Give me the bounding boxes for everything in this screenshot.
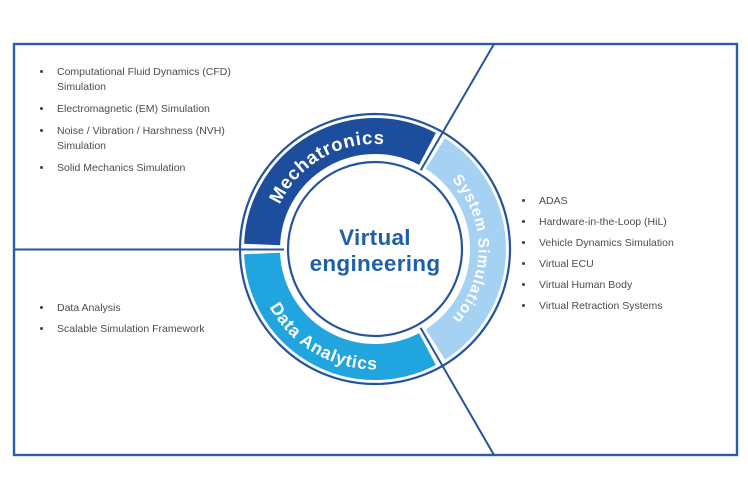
segment-system-simulation xyxy=(425,138,506,360)
list-item: Hardware-in-the-Loop (HiL) xyxy=(535,216,745,229)
list-item: Virtual ECU xyxy=(535,258,745,271)
list-item: Scalable Simulation Framework xyxy=(53,323,278,336)
list-item: ADAS xyxy=(535,195,745,208)
segment-data-analytics xyxy=(244,252,436,381)
list-data-analytics: Data Analysis Scalable Simulation Framew… xyxy=(40,302,278,344)
segment-mechatronics xyxy=(244,117,436,246)
center-title: Virtual engineering xyxy=(265,225,485,277)
outer-outline-circle xyxy=(238,112,512,386)
list-item: Vehicle Dynamics Simulation xyxy=(535,237,745,250)
center-title-line2: engineering xyxy=(309,251,441,276)
list-item: Electromagnetic (EM) Simulation xyxy=(53,102,258,117)
list-item: Virtual Human Body xyxy=(535,279,745,292)
center-circle xyxy=(284,158,466,340)
inner-outline-circle xyxy=(286,160,464,338)
list-mechatronics: Computational Fluid Dynamics (CFD) Simul… xyxy=(40,65,258,183)
list-system-simulation: ADAS Hardware-in-the-Loop (HiL) Vehicle … xyxy=(522,195,745,321)
list-item: Noise / Vibration / Harshness (NVH) Simu… xyxy=(53,124,258,154)
list-item: Solid Mechanics Simulation xyxy=(53,161,258,176)
list-item: Computational Fluid Dynamics (CFD) Simul… xyxy=(53,65,258,95)
list-item: Virtual Retraction Systems xyxy=(535,300,745,313)
list-item: Data Analysis xyxy=(53,302,278,315)
center-title-line1: Virtual xyxy=(339,225,411,250)
